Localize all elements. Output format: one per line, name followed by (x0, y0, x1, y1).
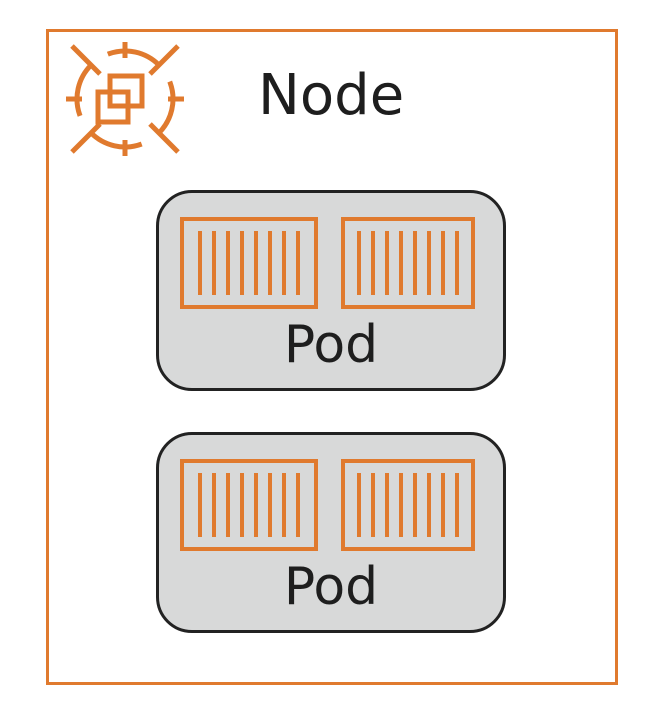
container-icon (341, 459, 475, 551)
node-target-icon (66, 42, 184, 156)
pod-label: Pod (283, 315, 379, 375)
container-icon (341, 217, 475, 309)
pod: Pod (156, 432, 506, 633)
pod-label: Pod (283, 557, 379, 617)
node-title: Node (258, 63, 405, 128)
container-icon (180, 217, 318, 309)
pod: Pod (156, 190, 506, 391)
container-icon (180, 459, 318, 551)
